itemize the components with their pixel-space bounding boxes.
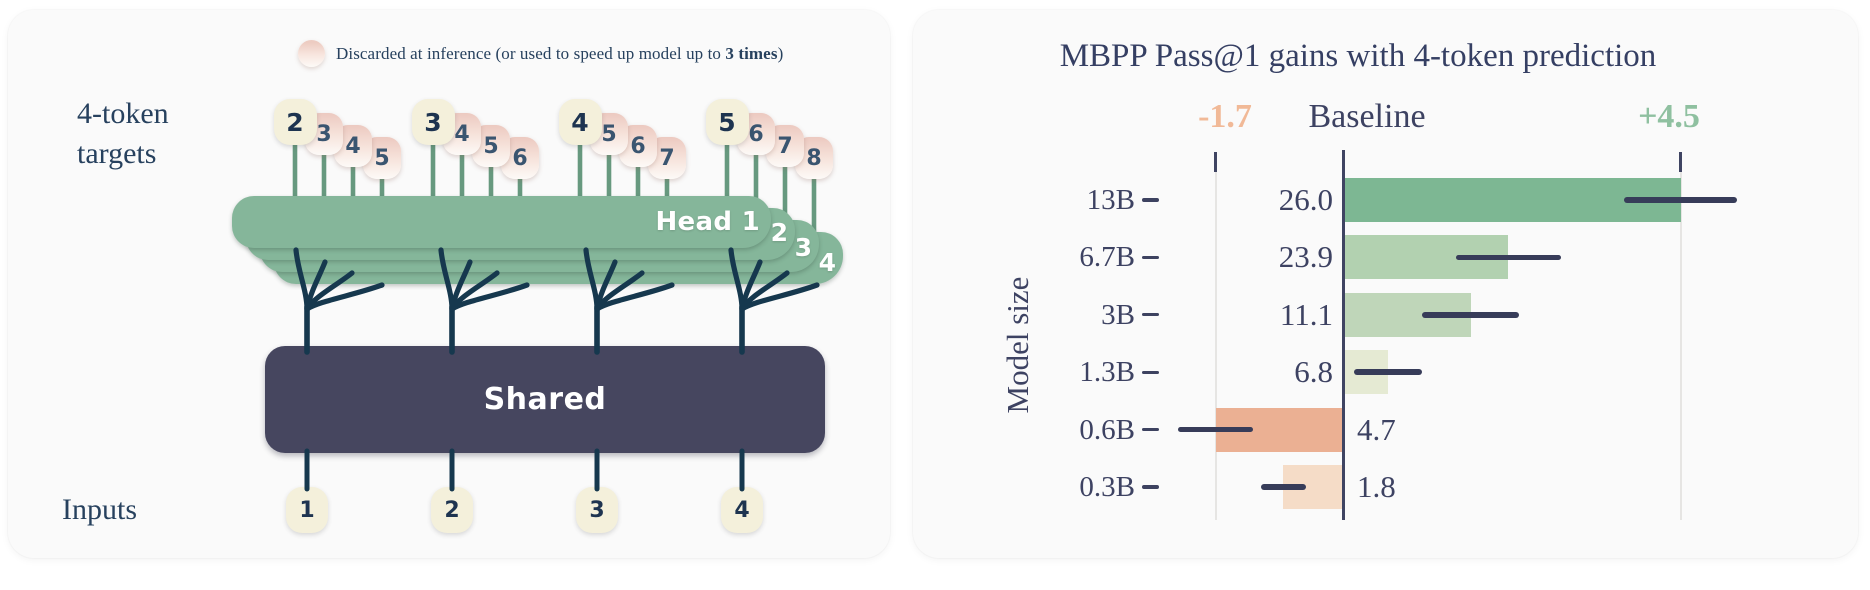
model-size-label: 1.3B: [1079, 356, 1135, 389]
branch-line: [293, 247, 310, 312]
input-token-bubble: 2: [431, 487, 473, 533]
branch-line: [449, 282, 530, 312]
error-bar: [1354, 369, 1422, 375]
row-tick: [1142, 427, 1159, 432]
model-size-label: 0.6B: [1079, 413, 1135, 446]
branch-lines-layer: [293, 247, 820, 492]
row-tick: [1142, 313, 1159, 317]
observed-target-token-bubble: 3: [411, 99, 455, 145]
branch-line: [739, 282, 820, 312]
score-label: 1.8: [1357, 469, 1396, 504]
error-bar: [1178, 426, 1253, 433]
error-bar: [1455, 254, 1561, 261]
input-token-bubble: 3: [576, 487, 618, 533]
legend-text: Discarded at inference (or used to speed…: [336, 44, 783, 64]
shared-trunk-box: Shared: [265, 346, 825, 453]
targets-label: 4-token targets: [77, 97, 169, 170]
shared-label: Shared: [483, 382, 607, 417]
axis-tick: [1679, 152, 1682, 172]
reference-gridline: [1679, 152, 1682, 520]
head-label: Head 1: [655, 207, 760, 237]
inputs-label: Inputs: [62, 493, 137, 526]
head-label: 3: [794, 233, 812, 262]
legend-text-bold: 3 times: [725, 43, 778, 63]
reference-gridline: [1214, 152, 1217, 520]
error-bar: [1624, 197, 1737, 203]
input-token-bubble: 4: [721, 487, 763, 533]
baseline-axis: [1341, 150, 1345, 520]
branch-line: [438, 247, 455, 312]
observed-target-token-bubble: 2: [273, 99, 317, 145]
pos-extreme-label: +4.5: [1638, 98, 1700, 135]
neg-extreme-label: -1.7: [1198, 98, 1252, 135]
model-size-label: 0.3B: [1079, 471, 1135, 503]
row-tick: [1142, 485, 1159, 489]
legend-text-suffix: ): [777, 43, 784, 63]
head-label: 4: [818, 248, 836, 277]
row-tick: [1142, 198, 1159, 202]
discarded-token-icon: [298, 40, 325, 67]
legend-text-prefix: Discarded at inference (or used to speed…: [336, 43, 726, 63]
row-tick: [1142, 370, 1159, 374]
model-size-label: 3B: [1101, 298, 1135, 331]
branch-line: [594, 282, 675, 312]
observed-target-token-bubble: 5: [705, 99, 749, 145]
error-bar: [1421, 312, 1520, 318]
baseline-label: Baseline: [1308, 98, 1426, 135]
model-size-label: 6.7B: [1079, 241, 1135, 274]
head-label: 2: [770, 218, 788, 247]
score-label: 6.8: [1294, 354, 1333, 390]
results-panel: MBPP Pass@1 gains with 4-token predictio…: [913, 10, 1858, 558]
axis-tick: [1214, 152, 1217, 172]
score-label: 23.9: [1278, 239, 1333, 275]
error-bar: [1260, 484, 1306, 490]
score-label: 26.0: [1278, 182, 1333, 217]
branch-line: [304, 282, 385, 312]
row-tick: [1142, 255, 1159, 260]
head-box: Head 1: [232, 196, 771, 248]
chart-title: MBPP Pass@1 gains with 4-token predictio…: [1059, 38, 1657, 74]
branch-line: [583, 247, 600, 312]
score-label: 4.7: [1357, 411, 1396, 447]
architecture-panel: Discarded at inference (or used to speed…: [8, 10, 890, 558]
branch-line: [728, 247, 745, 312]
input-token-bubble: 1: [286, 487, 328, 533]
score-label: 11.1: [1279, 296, 1333, 332]
observed-target-token-bubble: 4: [558, 99, 602, 145]
model-size-label: 13B: [1086, 184, 1135, 216]
legend: Discarded at inference (or used to speed…: [298, 40, 783, 67]
